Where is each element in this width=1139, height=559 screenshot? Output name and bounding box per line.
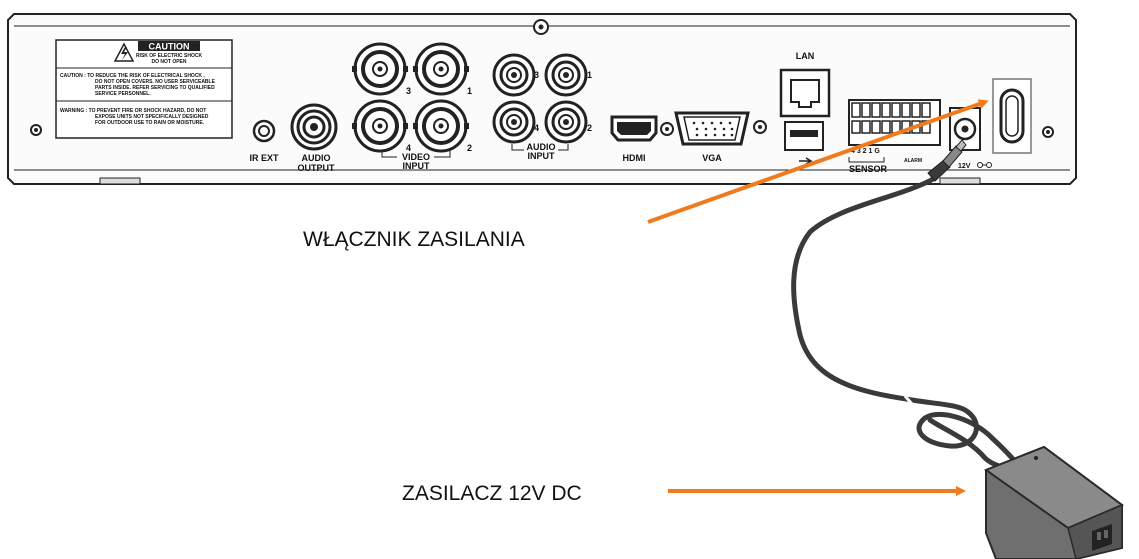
warning-text-2: EXPOSE UNITS NOT SPECIFICALLY DESIGNED <box>95 114 209 120</box>
caution-title: CAUTION <box>149 42 190 52</box>
vga-label: VGA <box>702 153 722 163</box>
v12-label: 12V <box>958 163 971 170</box>
caution-text-1: CAUTION : TO REDUCE THE RISK OF ELECTRIC… <box>60 73 205 79</box>
audio-num-3: 3 <box>534 70 539 80</box>
warning-text-1: WARNING : TO PREVENT FIRE OR SHOCK HAZAR… <box>60 108 206 114</box>
audio-input-label-2: INPUT <box>528 151 556 161</box>
caution-text-3: PARTS INSIDE. REFER SERVICING TO QUALIFI… <box>95 85 215 91</box>
bnc-connector-2 <box>413 99 469 153</box>
video-num-2: 2 <box>467 143 472 153</box>
polarity-icon <box>977 162 992 168</box>
sensor-label: SENSOR <box>849 164 888 174</box>
audio-num-2: 2 <box>587 123 592 133</box>
usb-port <box>784 121 824 165</box>
power-supply-callout: ZASILACZ 12V DC <box>402 482 582 505</box>
caution-label: CAUTION RISK OF ELECTRIC SHOCK DO NOT OP… <box>55 39 233 139</box>
ir-ext-port: IR EXT <box>249 119 279 163</box>
caution-sub2: DO NOT OPEN <box>151 59 186 65</box>
dc-power-jack: 12V <box>949 107 992 170</box>
power-switch-arrow <box>647 99 989 224</box>
video-input-label-2: INPUT <box>403 161 431 171</box>
power-switch[interactable] <box>992 78 1032 154</box>
caution-sub1: RISK OF ELECTRIC SHOCK <box>136 53 203 59</box>
ac-socket-icon <box>1092 524 1112 551</box>
rca-connector-3 <box>492 53 536 97</box>
video-num-3: 3 <box>406 86 411 96</box>
lan-label: LAN <box>796 51 815 61</box>
rca-connector-2 <box>544 100 588 144</box>
audio-input-label-1: AUDIO <box>527 142 556 152</box>
caution-text-2: DO NOT OPEN COVERS. NO USER SERVICEABLE <box>95 79 216 85</box>
audio-output-port: AUDIO OUTPUT <box>290 103 338 173</box>
alarm-label: ALARM <box>904 158 922 164</box>
video-input-label-1: VIDEO <box>402 152 430 162</box>
rca-connector-1 <box>544 53 588 97</box>
audio-input-ports: 3 1 4 2 AUDIO INPUT <box>492 53 592 161</box>
video-num-1: 1 <box>467 86 472 96</box>
video-input-ports: 3 1 4 2 VIDEO INPUT <box>352 42 472 171</box>
video-num-4: 4 <box>406 143 411 153</box>
power-switch-callout: WŁĄCZNIK ZASILANIA <box>303 228 525 251</box>
bnc-connector-4 <box>352 99 408 153</box>
bnc-connector-1 <box>413 42 469 96</box>
rca-connector-4 <box>492 100 536 144</box>
warning-triangle-icon <box>113 42 135 62</box>
caution-text-4: SERVICE PERSONNEL. <box>95 91 151 97</box>
lan-port: LAN <box>779 51 831 118</box>
vga-port: VGA <box>674 111 750 163</box>
bnc-connector-3 <box>352 42 408 96</box>
power-adapter <box>983 445 1124 559</box>
hdmi-label: HDMI <box>623 153 646 163</box>
dc-plug <box>927 139 967 182</box>
audio-num-1: 1 <box>587 70 592 80</box>
audio-num-4: 4 <box>534 123 539 133</box>
power-cable <box>791 175 1025 473</box>
warning-text-3: FOR OUTDOOR USE TO RAIN OR MOISTURE. <box>95 120 205 126</box>
sensor-pins-label: 4 3 2 1 G <box>851 148 880 155</box>
audio-output-label-1: AUDIO <box>302 153 331 163</box>
screw-hdmi-vga <box>660 122 674 136</box>
hdmi-port: HDMI <box>610 115 658 163</box>
usb-icon <box>799 157 813 165</box>
audio-output-label-2: OUTPUT <box>298 163 336 173</box>
ir-ext-label: IR EXT <box>249 153 279 163</box>
screw-vga-right <box>753 120 767 134</box>
